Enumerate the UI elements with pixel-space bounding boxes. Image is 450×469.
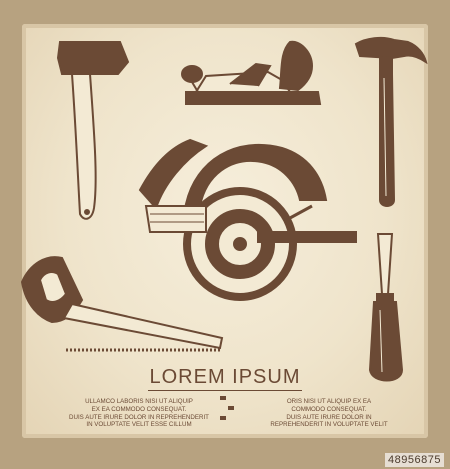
hand-saw-icon xyxy=(20,256,224,352)
right-text-line: ORIS NISI UT ALIQUIP EX EA xyxy=(286,398,372,405)
chisel-icon xyxy=(368,233,404,382)
left-text-line: ULLAMCO LABORIS NISI UT ALIQUIP xyxy=(85,398,193,405)
axe-icon xyxy=(56,41,130,220)
hammer-icon xyxy=(354,36,428,207)
right-text-block: ORIS NISI UT ALIQUIP EX EA COMMODO CONSE… xyxy=(254,398,404,429)
right-text-line: DUIS AUTE IRURE DOLOR IN xyxy=(286,413,372,421)
stock-id-watermark: 48956875 xyxy=(385,453,444,467)
poster-title: LOREM IPSUM xyxy=(149,366,301,388)
left-text-line: EX EA COMMODO CONSEQUAT. xyxy=(91,405,187,413)
left-text-line: IN VOLUPTATE VELIT ESSE CILLUM xyxy=(86,421,192,429)
title-underline xyxy=(148,390,302,391)
left-text-line: DUIS AUTE IRURE DOLOR IN REPREHENDERIT xyxy=(69,413,209,421)
right-text-line: REPREHENDERIT IN VOLUPTATE VELIT xyxy=(270,421,388,429)
left-text-block: ULLAMCO LABORIS NISI UT ALIQUIP EX EA CO… xyxy=(64,398,214,429)
circular-saw-icon xyxy=(138,138,357,301)
hand-plane-icon xyxy=(181,40,322,105)
right-text-line: COMMODO CONSEQUAT. xyxy=(291,405,367,413)
